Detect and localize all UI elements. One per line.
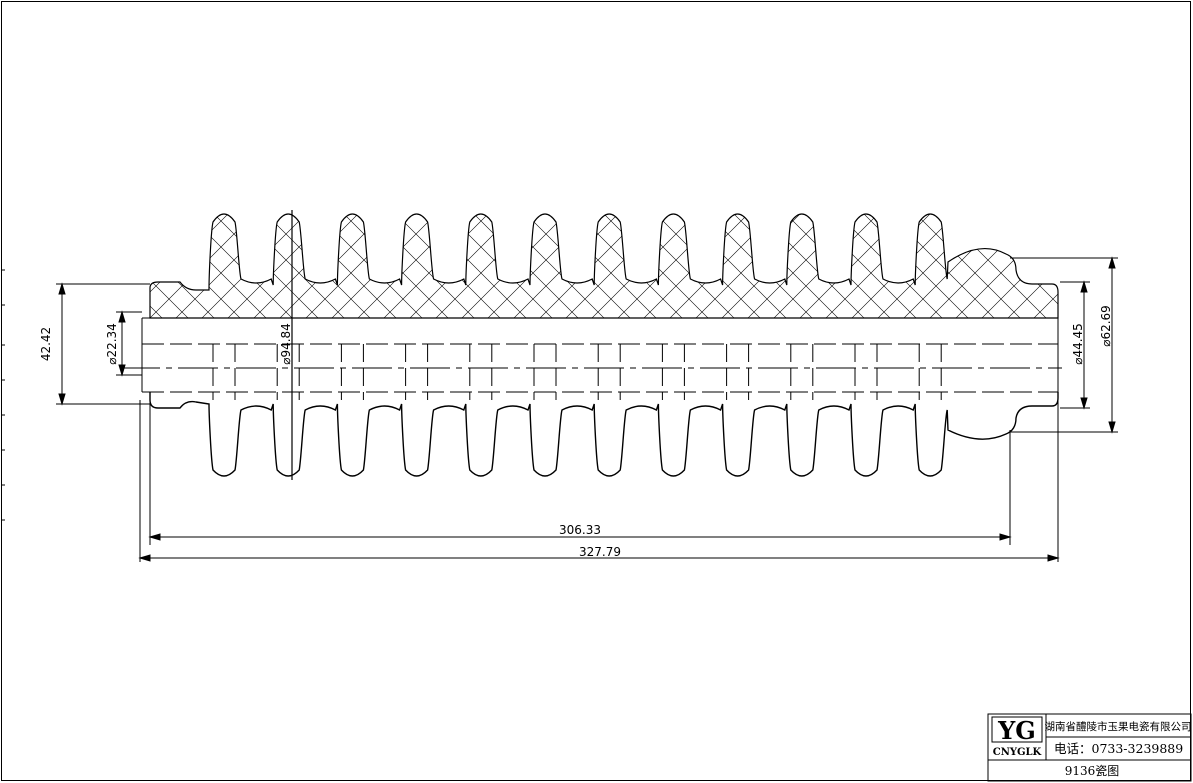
logo-text: YG — [997, 716, 1036, 745]
lower-outline — [149, 344, 1059, 477]
end-outer-diameter-label: ⌀62.69 — [1099, 305, 1113, 347]
bore-lines — [120, 317, 1062, 393]
overall-length-label: 327.79 — [579, 545, 621, 559]
section-hatch — [149, 213, 1059, 319]
company-logo: YG CNYGLK — [991, 716, 1043, 758]
length-dims — [138, 400, 1060, 562]
body-length-label: 306.33 — [559, 523, 601, 537]
end-inner-diameter-label: ⌀44.45 — [1071, 323, 1085, 365]
company-name: 湖南省醴陵市玉果电瓷有限公司 — [1045, 720, 1192, 733]
logo-subtext: CNYGLK — [993, 747, 1042, 758]
shed-diameter-label: ⌀94.84 — [279, 323, 293, 365]
flange-height-label: 42.42 — [39, 327, 53, 361]
bore-diameter-label: ⌀22.34 — [105, 323, 119, 365]
drawing-name: 9136瓷图 — [1065, 764, 1120, 778]
left-dims — [56, 282, 150, 406]
frame-ticks — [1, 269, 5, 521]
title-block — [987, 713, 1192, 782]
right-dims — [1010, 256, 1118, 434]
phone-number: 电话：0733-3239889 — [1054, 741, 1183, 756]
